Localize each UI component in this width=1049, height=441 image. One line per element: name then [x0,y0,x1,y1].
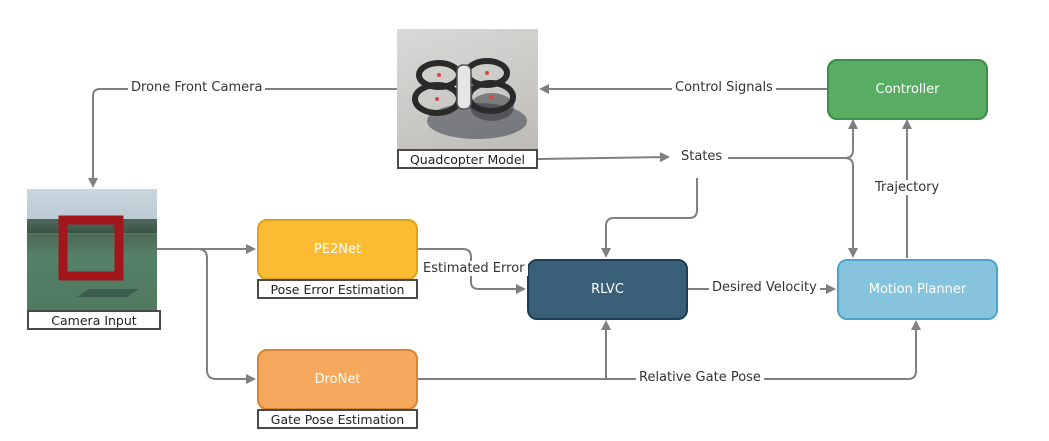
edge-drone-front-camera [88,88,397,188]
label-control-signals: Control Signals [672,80,776,95]
edge-quadcopter-states [537,152,670,163]
edge-relative-gate-pose [418,320,921,380]
quadcopter-image [397,29,538,149]
label-drone-front-camera: Drone Front Camera [128,80,266,95]
pe2net-node[interactable]: PE2Net [257,219,418,280]
dronet-label: DroNet [314,372,361,387]
controller-node[interactable]: Controller [827,59,988,120]
label-relative-gate-pose: Relative Gate Pose [636,370,764,385]
label-trajectory: Trajectory [872,180,943,195]
edge-states-controller [728,119,858,159]
label-states: States [675,149,729,164]
edge-states-rlvc [601,178,698,258]
edge-camera-dronet [197,248,256,384]
gate-icon [27,215,157,297]
dronet-node[interactable]: DroNet [257,349,418,410]
rlvc-label: RLVC [591,282,624,297]
rlvc-node[interactable]: RLVC [527,259,688,320]
motion-planner-node[interactable]: Motion Planner [837,259,998,320]
controller-label: Controller [875,82,940,97]
dronet-caption: Gate Pose Estimation [257,409,418,429]
quadcopter-icon [412,58,527,139]
label-estimated-error: Estimated Error [420,261,528,276]
label-desired-velocity: Desired Velocity [709,280,820,295]
pe2net-label: PE2Net [313,242,362,257]
camera-input-caption: Camera Input [27,310,161,330]
edge-states-motion-planner [844,157,858,258]
pe2net-caption: Pose Error Estimation [257,279,418,299]
quadcopter-caption: Quadcopter Model [397,149,538,169]
motion-planner-label: Motion Planner [868,282,967,297]
camera-input-image [27,189,157,310]
